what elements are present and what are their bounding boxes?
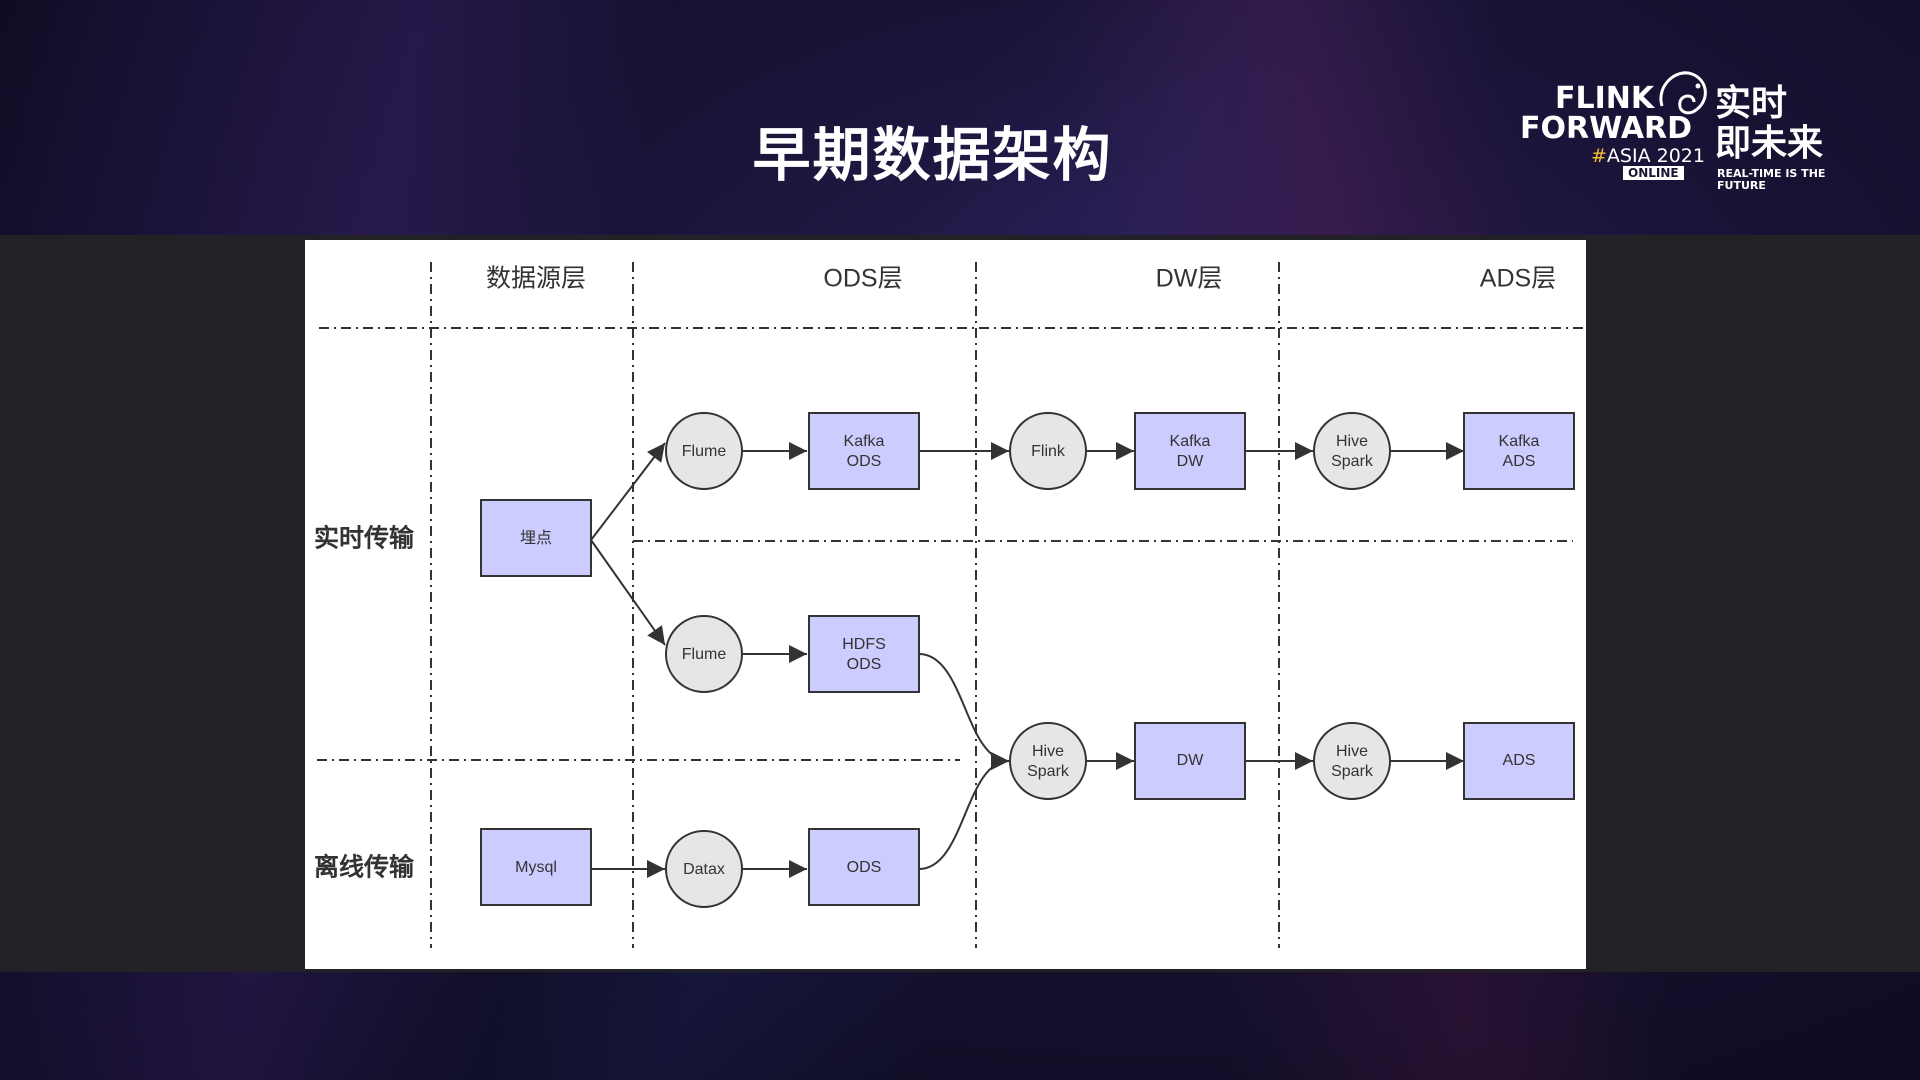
node-kafka-ods[interactable] xyxy=(808,412,920,490)
label-kafka-ads-line2: ADS xyxy=(1503,453,1536,470)
logo-cn-line2: 即未来 xyxy=(1715,123,1824,164)
node-dw[interactable] xyxy=(1134,722,1246,800)
logo-cn-line1: 实时 xyxy=(1715,83,1788,124)
row-label-realtime: 实时传输 xyxy=(314,524,415,553)
node-maidian[interactable] xyxy=(480,499,592,577)
column-header-ads: ADS层 xyxy=(1480,265,1556,293)
column-header-ods: ODS层 xyxy=(823,265,902,293)
logo-online-badge: ONLINE xyxy=(1623,166,1684,180)
node-flink[interactable] xyxy=(1009,412,1087,490)
label-hdfs-ods-line1: HDFS xyxy=(842,636,886,653)
column-header-dw: DW层 xyxy=(1156,265,1223,293)
edge-maidian-flume1 xyxy=(590,442,666,541)
node-kafka-dw[interactable] xyxy=(1134,412,1246,490)
label-kafka-ads-line1: Kafka xyxy=(1499,433,1540,450)
node-flume-2[interactable] xyxy=(665,615,743,693)
label-hive-spark-ads2-line1: Hive xyxy=(1336,743,1368,760)
label-hive-spark-ads2-line2: Spark xyxy=(1331,763,1374,780)
label-hive-spark-ads1-line2: Spark xyxy=(1331,453,1374,470)
logo-asia-year: ASIA 2021 xyxy=(1606,145,1705,167)
logo-hash: # xyxy=(1591,145,1607,167)
diagram-panel: 数据源层 ODS层 DW层 ADS层 实时传输 离线传输 xyxy=(305,240,1586,969)
label-hive-spark-ads1-line1: Hive xyxy=(1336,433,1368,450)
label-hdfs-ods-line2: ODS xyxy=(847,656,882,673)
node-ads[interactable] xyxy=(1463,722,1575,800)
edge-ods-hivespark xyxy=(918,752,1010,870)
flink-forward-logo: FLINK FORWARD #ASIA 2021 ONLINE 实时 即未来 R… xyxy=(1515,66,1835,192)
node-datax[interactable] xyxy=(665,830,743,908)
label-datax: Datax xyxy=(683,861,725,878)
label-ads: ADS xyxy=(1503,752,1536,769)
architecture-diagram: 数据源层 ODS层 DW层 ADS层 实时传输 离线传输 xyxy=(314,262,1586,948)
slide-title: 早期数据架构 xyxy=(752,121,1113,189)
node-mysql[interactable] xyxy=(480,828,592,906)
node-ods[interactable] xyxy=(808,828,920,906)
label-flume-1: Flume xyxy=(682,443,727,460)
row-label-offline: 离线传输 xyxy=(314,853,415,882)
label-dw: DW xyxy=(1177,752,1205,769)
label-ods: ODS xyxy=(847,859,882,876)
node-hive-spark-dw[interactable] xyxy=(1009,722,1087,800)
label-hive-spark-dw-line1: Hive xyxy=(1032,743,1064,760)
grid-lines xyxy=(317,262,1586,948)
label-maidian: 埋点 xyxy=(520,529,552,547)
logo-asia: #ASIA 2021 xyxy=(1591,146,1705,166)
label-kafka-dw-line1: Kafka xyxy=(1170,433,1211,450)
node-hdfs-ods[interactable] xyxy=(808,615,920,693)
label-mysql: Mysql xyxy=(515,859,557,876)
squirrel-icon xyxy=(1659,71,1707,115)
logo-forward: FORWARD xyxy=(1520,111,1693,146)
column-header-source: 数据源层 xyxy=(486,265,586,293)
logo-flink: FLINK xyxy=(1555,81,1655,116)
label-kafka-dw-line2: DW xyxy=(1177,453,1205,470)
label-flume-2: Flume xyxy=(682,646,727,663)
label-kafka-ods-line2: ODS xyxy=(847,453,882,470)
label-kafka-ods-line1: Kafka xyxy=(844,433,885,450)
node-hive-spark-ads-2[interactable] xyxy=(1313,722,1391,800)
node-kafka-ads[interactable] xyxy=(1463,412,1575,490)
node-hive-spark-ads-1[interactable] xyxy=(1313,412,1391,490)
edge-maidian-flume2 xyxy=(590,539,666,646)
logo-slogan: REAL-TIME IS THE FUTURE xyxy=(1717,167,1826,192)
node-flume-1[interactable] xyxy=(665,412,743,490)
label-hive-spark-dw-line2: Spark xyxy=(1027,763,1070,780)
label-flink: Flink xyxy=(1031,443,1066,460)
connectors xyxy=(590,442,1464,878)
edge-hdfsods-hivespark xyxy=(918,653,1010,770)
